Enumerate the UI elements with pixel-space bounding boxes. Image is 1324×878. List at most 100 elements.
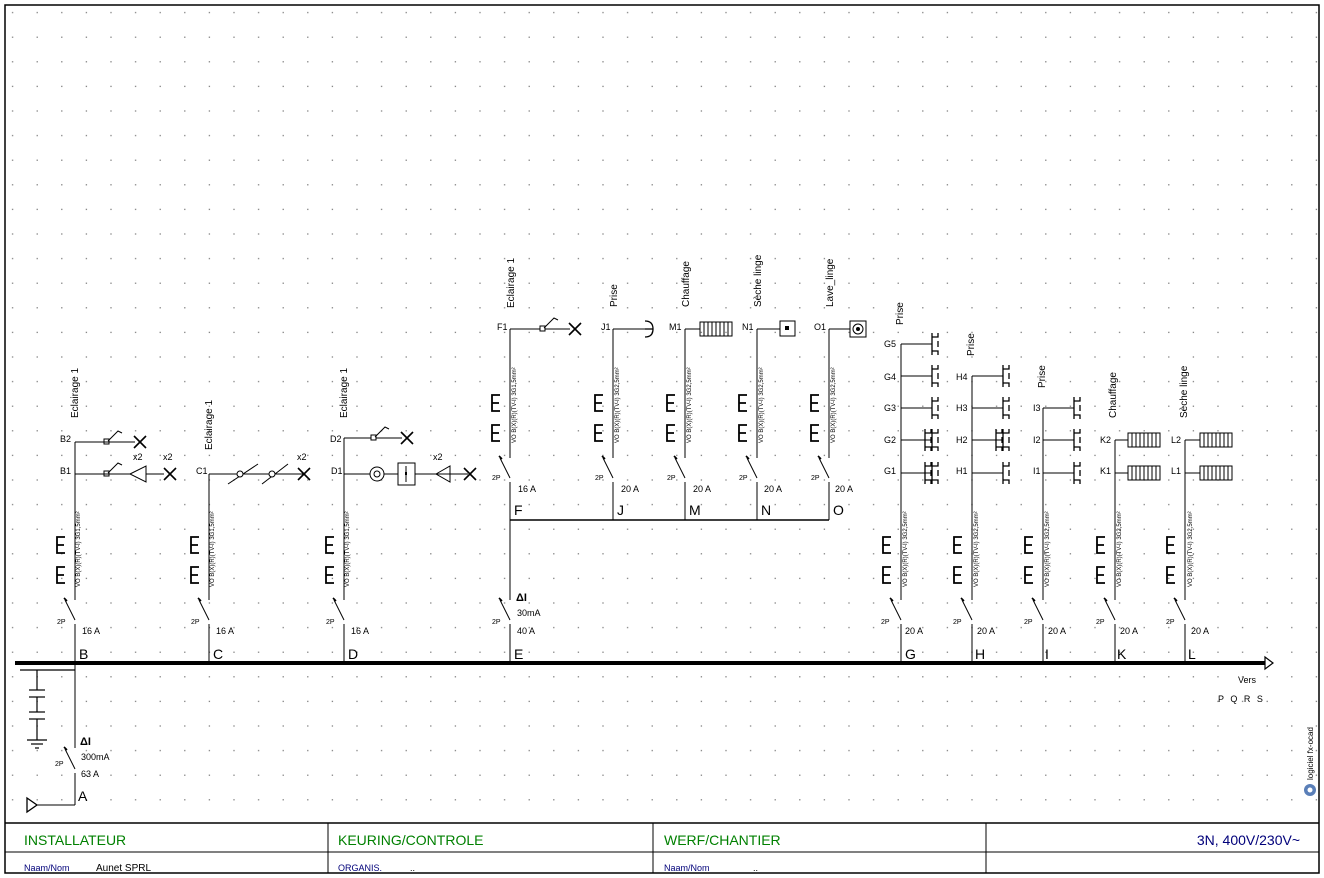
svg-text:K: K (1117, 646, 1127, 662)
svg-text:2P: 2P (953, 619, 962, 626)
svg-text:63 A: 63 A (81, 769, 99, 779)
svg-text:20 A: 20 A (905, 626, 923, 636)
svg-text:16 A: 16 A (216, 626, 234, 636)
svg-text:J1: J1 (601, 322, 611, 332)
site-name-value: .. (753, 863, 758, 873)
svg-text:VO B(X)(R)(TV-I) 3G2,5mm²: VO B(X)(R)(TV-I) 3G2,5mm² (687, 367, 693, 443)
svg-text:Eclairage 1: Eclairage 1 (506, 258, 517, 308)
svg-text:I3: I3 (1033, 403, 1041, 413)
svg-text:L1: L1 (1171, 466, 1181, 476)
svg-text:B2: B2 (60, 434, 71, 444)
svg-text:C1: C1 (196, 466, 208, 476)
svg-text:40 A: 40 A (517, 626, 535, 636)
svg-text:2P: 2P (191, 619, 200, 626)
svg-text:300mA: 300mA (81, 752, 110, 762)
organisation-label: ORGANIS. (338, 863, 382, 873)
earth-connection (20, 669, 75, 749)
svg-text:Eclairage 1: Eclairage 1 (70, 368, 81, 418)
svg-text:I: I (1045, 646, 1049, 662)
inspection-title: KEURING/CONTROLE (338, 832, 483, 848)
svg-text:F1: F1 (497, 322, 508, 332)
svg-text:2P: 2P (881, 619, 890, 626)
svg-text:D2: D2 (330, 434, 342, 444)
svg-text:20 A: 20 A (764, 484, 782, 494)
svg-text:VO B(X)(R)(TV-I) 3G1,5mm²: VO B(X)(R)(TV-I) 3G1,5mm² (345, 511, 351, 587)
svg-text:G5: G5 (884, 339, 896, 349)
svg-text:A: A (78, 788, 88, 804)
svg-text:Sèche linge: Sèche linge (1179, 365, 1190, 418)
svg-text:2P: 2P (595, 475, 604, 482)
svg-text:2P: 2P (492, 475, 501, 482)
svg-text:G4: G4 (884, 372, 896, 382)
subgroup-O: 2P 20 A O VO B(X)(R)(TV-I) 3G2,5mm² Lave… (810, 258, 867, 520)
svg-text:H2: H2 (956, 435, 968, 445)
svg-text:30mA: 30mA (517, 608, 541, 618)
svg-text:D1: D1 (331, 466, 343, 476)
svg-text:N: N (761, 502, 771, 518)
svg-text:2P: 2P (811, 475, 820, 482)
svg-text:I1: I1 (1033, 466, 1041, 476)
group-K: 2P 20 A K VO B(X)(R)(TV-I) 3G2,5mm² Chau… (1096, 372, 1161, 663)
svg-text:2P: 2P (1096, 619, 1105, 626)
svg-text:16 A: 16 A (518, 484, 536, 494)
svg-text:2P: 2P (667, 475, 676, 482)
svg-text:2P: 2P (739, 475, 748, 482)
svg-text:J: J (617, 502, 624, 518)
installer-name: Aunet SPRL (96, 863, 151, 874)
subgroup-J: 2P 20 A J VO B(X)(R)(TV-I) 3G2,5mm² Pris… (594, 284, 654, 520)
svg-text:2P: 2P (326, 619, 335, 626)
group-B: 2P 16 A B VO B(X)(R)(TV-I) 3G1,5mm² Ecla… (56, 368, 177, 663)
svg-text:F: F (514, 502, 523, 518)
group-G: 2P 20 A G VO B(X)(R)(TV-I) 3G2,5mm² Pris… (881, 302, 939, 663)
svg-text:Prise: Prise (609, 284, 620, 307)
supply-arrow-icon (26, 796, 39, 814)
svg-text:20 A: 20 A (1048, 626, 1066, 636)
svg-text:16 A: 16 A (351, 626, 369, 636)
svg-text:B: B (79, 646, 88, 662)
svg-text:x2: x2 (433, 452, 443, 462)
svg-text:ΔI: ΔI (516, 592, 527, 604)
svg-text:H: H (975, 646, 985, 662)
svg-text:O1: O1 (814, 322, 826, 332)
drawing-frame (4, 4, 1320, 874)
svg-text:2P: 2P (1024, 619, 1033, 626)
svg-text:16 A: 16 A (82, 626, 100, 636)
svg-text:H1: H1 (956, 466, 968, 476)
svg-text:C: C (213, 646, 223, 662)
svg-text:VO B(X)(R)(TV-I) 3G2,5mm²: VO B(X)(R)(TV-I) 3G2,5mm² (615, 367, 621, 443)
svg-text:20 A: 20 A (977, 626, 995, 636)
svg-text:H3: H3 (956, 403, 968, 413)
svg-text:M: M (689, 502, 701, 518)
svg-text:ΔI: ΔI (80, 736, 91, 748)
group-H: 2P 20 A H VO B(X)(R)(TV-I) 3G2,5mm² Pris… (953, 333, 1010, 663)
svg-text:Eclairage 1: Eclairage 1 (339, 368, 350, 418)
subgroup-F: 2P 16 A F VO B(X)(R)(TV-I) 3G1,5mm² Ecla… (491, 258, 582, 520)
svg-text:Prise: Prise (895, 302, 906, 325)
svg-text:2P: 2P (55, 761, 64, 768)
svg-text:20 A: 20 A (1191, 626, 1209, 636)
svg-text:VO B(X)(R)(TV-I) 3G1,5mm²: VO B(X)(R)(TV-I) 3G1,5mm² (210, 511, 216, 587)
main-breaker-A: ΔI 300mA 63 A 2P A (26, 663, 110, 814)
supply-spec: 3N, 400V/230V~ (1197, 832, 1300, 848)
continuation-label: Vers (1238, 675, 1257, 685)
svg-text:L2: L2 (1171, 435, 1181, 445)
software-watermark: logiciel fx-ocad (1304, 727, 1316, 796)
svg-text:G1: G1 (884, 466, 896, 476)
installer-name-label: Naam/Nom (24, 863, 70, 873)
svg-text:Chauffage: Chauffage (681, 261, 692, 307)
svg-text:I2: I2 (1033, 435, 1041, 445)
svg-text:G3: G3 (884, 403, 896, 413)
svg-text:H4: H4 (956, 372, 968, 382)
svg-text:2P: 2P (57, 619, 66, 626)
svg-text:VO B(X)(R)(TV-I) 3G2,5mm²: VO B(X)(R)(TV-I) 3G2,5mm² (831, 367, 837, 443)
svg-text:M1: M1 (669, 322, 682, 332)
svg-text:x2: x2 (297, 452, 307, 462)
svg-text:N1: N1 (742, 322, 754, 332)
svg-text:Prise: Prise (966, 333, 977, 356)
svg-text:VO B(X)(R)(TV-I) 3G2,5mm²: VO B(X)(R)(TV-I) 3G2,5mm² (974, 511, 980, 587)
group-L: 2P 20 A L VO B(X)(R)(TV-I) 3G2,5mm² Sèch… (1166, 365, 1233, 663)
svg-text:L: L (1188, 646, 1196, 662)
svg-text:x2: x2 (133, 452, 143, 462)
site-title: WERF/CHANTIER (664, 832, 781, 848)
svg-text:20 A: 20 A (621, 484, 639, 494)
